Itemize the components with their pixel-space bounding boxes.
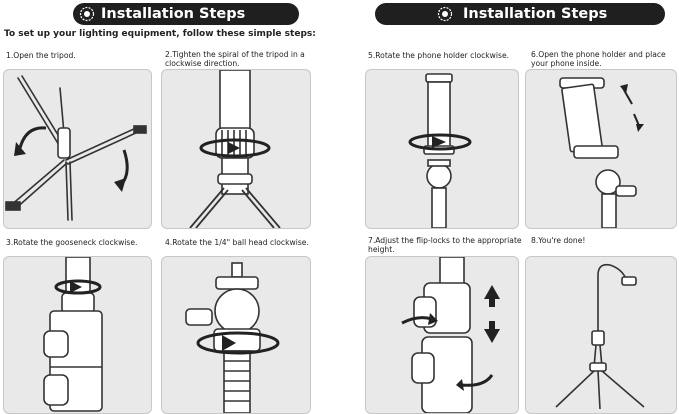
step-8-image <box>525 256 677 414</box>
step-4-image <box>161 256 311 414</box>
step-6-caption: 6.Open the phone holder and place your p… <box>531 50 666 68</box>
intro-text: To set up your lighting equipment, follo… <box>4 29 316 39</box>
gear-icon <box>79 6 95 22</box>
left-section-header: Installation Steps <box>73 3 299 25</box>
left-header-title: Installation Steps <box>101 6 246 22</box>
step-3-image <box>3 256 152 414</box>
step-3-caption: 3.Rotate the gooseneck clockwise. <box>6 238 138 247</box>
rotate-arrow-icon <box>199 138 271 158</box>
step-6-image <box>525 69 677 229</box>
step-1-image <box>3 69 152 229</box>
rotate-arrow-icon <box>54 279 102 295</box>
gear-icon <box>437 6 453 22</box>
rotate-arrow-icon <box>408 133 472 151</box>
step-1-caption: 1.Open the tripod. <box>6 51 76 60</box>
step-7-caption: 7.Adjust the flip-locks to the appropria… <box>368 236 522 254</box>
rotate-arrow-icon <box>196 331 280 355</box>
right-header-title: Installation Steps <box>463 6 608 22</box>
right-section-header: Installation Steps <box>375 3 665 25</box>
step-2-caption: 2.Tighten the spiral of the tripod in a … <box>165 50 305 68</box>
step-5-image <box>365 69 519 229</box>
step-5-caption: 5.Rotate the phone holder clockwise. <box>368 51 510 60</box>
step-2-image <box>161 69 311 229</box>
step-8-caption: 8.You're done! <box>531 236 586 245</box>
step-7-image <box>365 256 519 414</box>
step-4-caption: 4.Rotate the 1/4" ball head clockwise. <box>165 238 309 247</box>
